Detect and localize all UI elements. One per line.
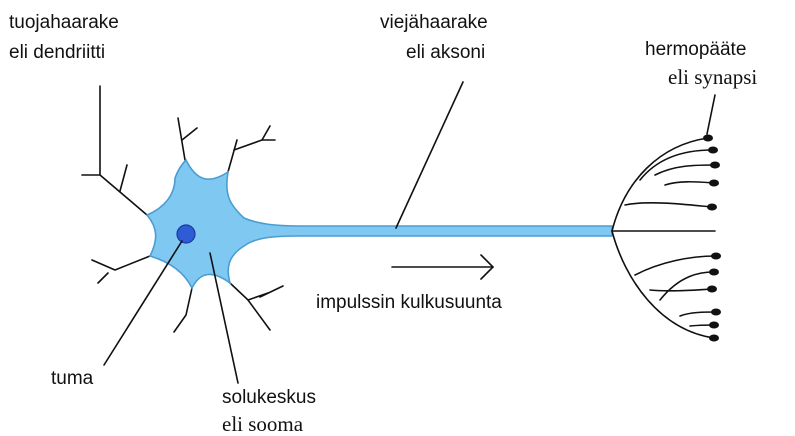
dendrite-label-line1: tuojahaarake <box>9 12 119 33</box>
soma-body <box>147 160 612 288</box>
nucleus-label: tuma <box>51 368 94 389</box>
synapse-label-line1: hermopääte <box>645 39 746 60</box>
dendrite-label-line2: eli dendriitti <box>9 42 105 63</box>
soma-label-line2: eli sooma <box>222 412 304 436</box>
axon-label-line1: viejähaarake <box>380 12 488 33</box>
neuron-cell <box>147 160 612 288</box>
axon-terminals <box>612 138 716 338</box>
nucleus-circle <box>177 225 195 243</box>
axon-pointer <box>396 82 463 228</box>
direction-arrow <box>392 255 493 279</box>
synapse-label-line2: eli synapsi <box>668 65 757 89</box>
direction-label: impulssin kulkusuunta <box>316 292 502 313</box>
soma-label-line1: solukeskus <box>222 387 316 408</box>
synapse-pointer <box>707 95 715 134</box>
axon-label-line2: eli aksoni <box>406 42 485 63</box>
